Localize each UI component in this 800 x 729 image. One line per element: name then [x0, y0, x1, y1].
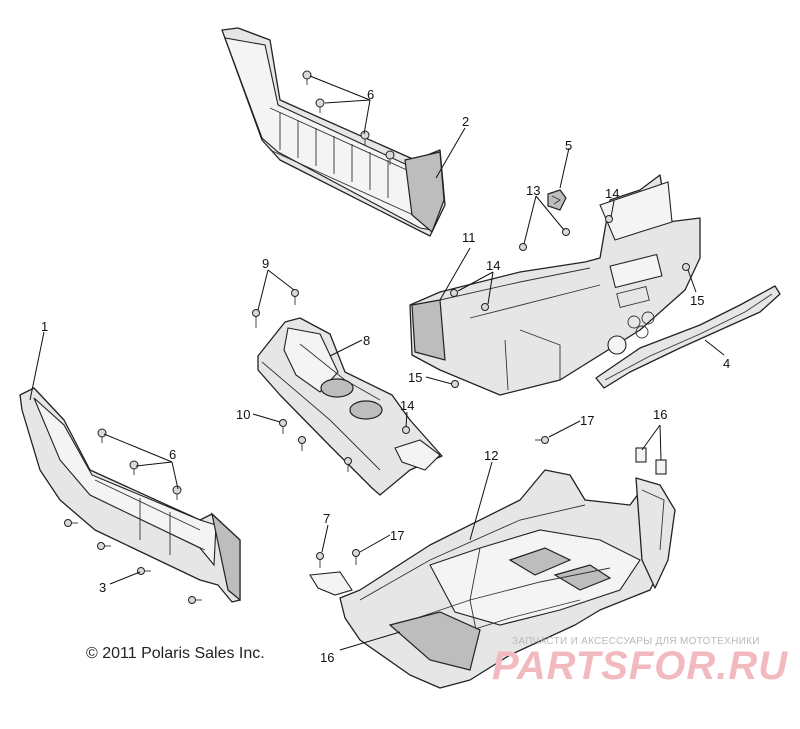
callout-8: 8	[363, 333, 370, 348]
screw-icon	[605, 215, 613, 223]
screw-icon	[188, 596, 202, 604]
callout-13: 13	[526, 183, 540, 198]
rivet-icon	[97, 428, 107, 443]
callout-14-upper: 14	[605, 186, 619, 201]
screw-icon	[316, 552, 324, 568]
clip-icon	[519, 243, 527, 251]
screw-icon	[97, 542, 111, 550]
callout-2: 2	[462, 114, 469, 129]
fasteners	[64, 70, 690, 604]
rivet-icon	[315, 98, 325, 113]
part-2-upper-step-panel	[221, 27, 446, 237]
callout-14-center: 14	[486, 258, 500, 273]
rivet-icon	[302, 70, 312, 85]
callout-14-console: 14	[400, 398, 414, 413]
screw-icon	[481, 303, 489, 311]
copyright-notice: © 2011 Polaris Sales Inc.	[86, 645, 265, 662]
part-5-grommet	[547, 189, 567, 211]
callout-17-right: 17	[580, 413, 594, 428]
callout-4: 4	[723, 356, 730, 371]
rivet-icon	[172, 485, 182, 500]
screw-icon	[64, 519, 78, 527]
callout-17-left: 17	[390, 528, 404, 543]
callout-15-left: 15	[408, 370, 422, 385]
screw-icon	[344, 457, 352, 472]
part-11-firewall-panel	[409, 174, 701, 396]
callout-6-lower: 6	[169, 447, 176, 462]
callout-16-lower: 16	[320, 650, 334, 665]
callout-16-right: 16	[653, 407, 667, 422]
callout-7: 7	[323, 511, 330, 526]
screw-icon	[352, 549, 360, 565]
part-16-side-closeout	[635, 447, 676, 589]
callouts: 1 2 3 4 5 6 6 7 8 9 10 11 12 13 14 14 14…	[41, 87, 730, 665]
callout-15-right: 15	[690, 293, 704, 308]
screw-icon	[252, 309, 260, 328]
callout-11: 11	[462, 230, 476, 245]
callout-12: 12	[484, 448, 498, 463]
callout-5: 5	[565, 138, 572, 153]
callout-10: 10	[236, 407, 250, 422]
callout-3: 3	[99, 580, 106, 595]
watermark-tagline: ЗАПЧАСТИ И АКСЕССУАРЫ ДЛЯ МОТОТЕХНИКИ	[512, 636, 760, 647]
screw-icon	[451, 380, 459, 388]
callout-1: 1	[41, 319, 48, 334]
part-4-heat-shield	[595, 285, 781, 389]
part-8-center-console	[257, 317, 443, 496]
watermark-logo: PARTSFOR.RU	[492, 644, 789, 688]
part-1-lower-rocker-panel	[19, 387, 241, 603]
screw-icon	[682, 263, 690, 271]
rivet-icon	[129, 460, 139, 475]
screw-icon	[137, 567, 151, 575]
clip-icon	[562, 228, 570, 236]
screw-icon	[402, 426, 410, 434]
leader-lines	[29, 75, 725, 651]
screw-icon	[291, 289, 299, 305]
screw-icon	[535, 436, 549, 444]
screw-icon	[279, 419, 287, 434]
callout-6-upper: 6	[367, 87, 374, 102]
screw-icon	[450, 289, 458, 297]
callout-9: 9	[262, 256, 269, 271]
screw-icon	[298, 436, 306, 451]
rivet-icon	[385, 150, 395, 165]
